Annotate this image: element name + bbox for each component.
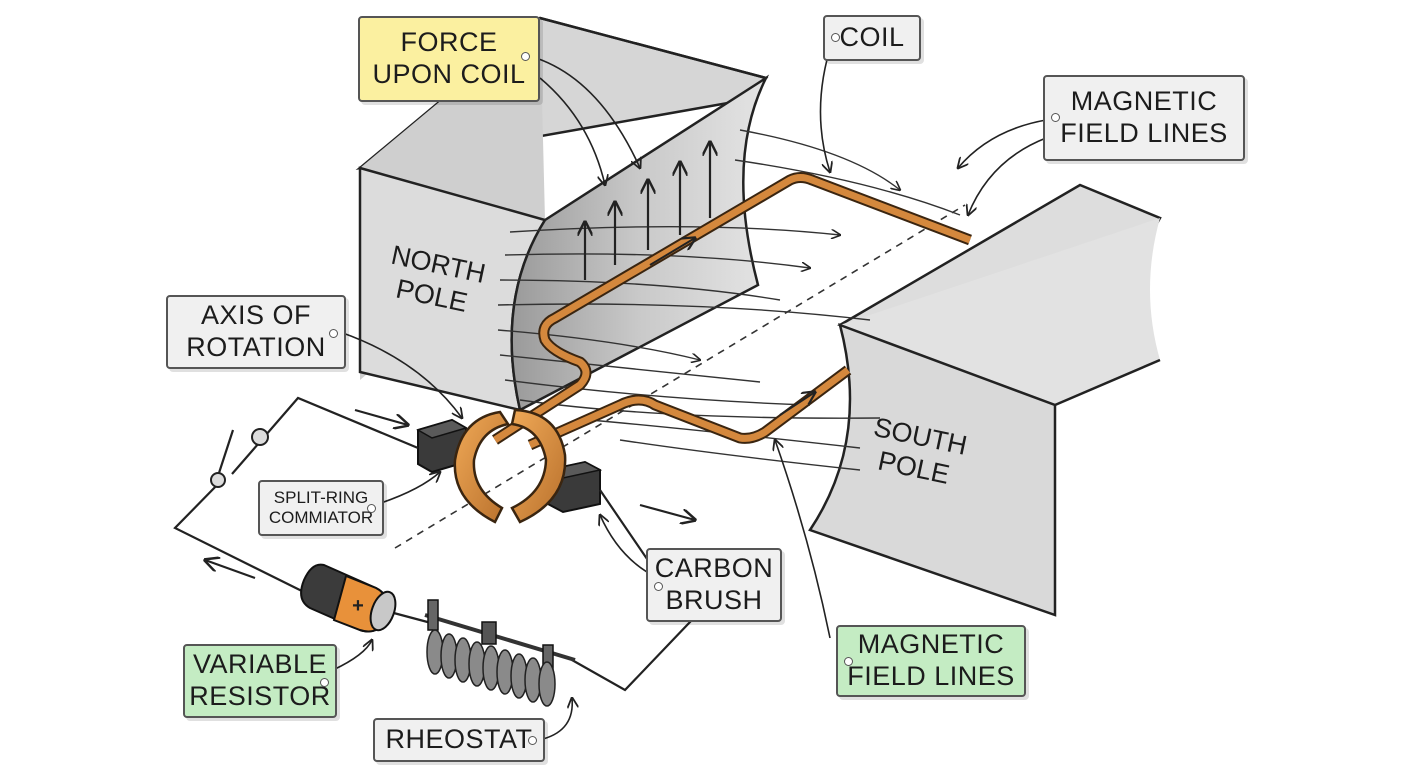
axis-of-rotation-tag: AXIS OF ROTATION: [166, 295, 346, 369]
coil-tag: COIL: [823, 15, 921, 61]
variable-resistor-line-1: VARIABLE: [192, 649, 328, 680]
force-upon-coil-tag: FORCE UPON COIL: [358, 16, 540, 102]
leader-lines: [332, 41, 1047, 740]
circuit-wires: [173, 396, 695, 692]
rheostat-tag: RHEOSTAT: [373, 718, 545, 762]
battery: +: [300, 563, 397, 633]
carbon-brush-line-1: CARBON: [654, 553, 774, 584]
axis-of-rotation-line: [394, 204, 966, 549]
force-arrows: [585, 142, 710, 280]
magnetic-field-lines-bottom-tag: MAGNETIC FIELD LINES: [836, 625, 1026, 697]
south-pole-magnet: [808, 183, 1162, 617]
magnetic-field-lines-bottom-line-1: MAGNETIC: [857, 629, 1005, 660]
axis-of-rotation-line-1: AXIS OF: [200, 300, 312, 331]
rheostat[interactable]: [424, 599, 576, 707]
split-ring-commutator-tag: SPLIT-RING COMMIATOR: [258, 480, 384, 536]
magnetic-field-lines-top-line-1: MAGNETIC: [1070, 86, 1218, 117]
split-ring-commutator: [453, 408, 567, 524]
carbon-brush-line-2: BRUSH: [665, 585, 763, 615]
force-upon-coil-line-2: UPON COIL: [372, 59, 526, 89]
magnetic-field-lines-top-line-2: FIELD LINES: [1060, 118, 1228, 148]
coil-line-1: COIL: [839, 22, 905, 53]
split-ring-line-1: SPLIT-RING: [273, 487, 369, 507]
coil: [492, 172, 972, 451]
rheostat-line-1: RHEOSTAT: [385, 724, 533, 755]
magnetic-field-lines-bottom-line-2: FIELD LINES: [847, 661, 1015, 691]
carbon-brush-tag: CARBON BRUSH: [646, 548, 782, 622]
variable-resistor-line-2: RESISTOR: [189, 681, 331, 711]
switch[interactable]: [210, 428, 269, 488]
split-ring-line-2: COMMIATOR: [268, 508, 374, 527]
north-pole-magnet: [355, 16, 770, 412]
variable-resistor-tag: VARIABLE RESISTOR: [183, 644, 337, 718]
battery-plus-sign: +: [352, 595, 364, 617]
force-upon-coil-line-1: FORCE: [400, 27, 498, 58]
magnetic-field-lines-top-tag: MAGNETIC FIELD LINES: [1043, 75, 1245, 161]
axis-of-rotation-line-2: ROTATION: [186, 332, 326, 362]
